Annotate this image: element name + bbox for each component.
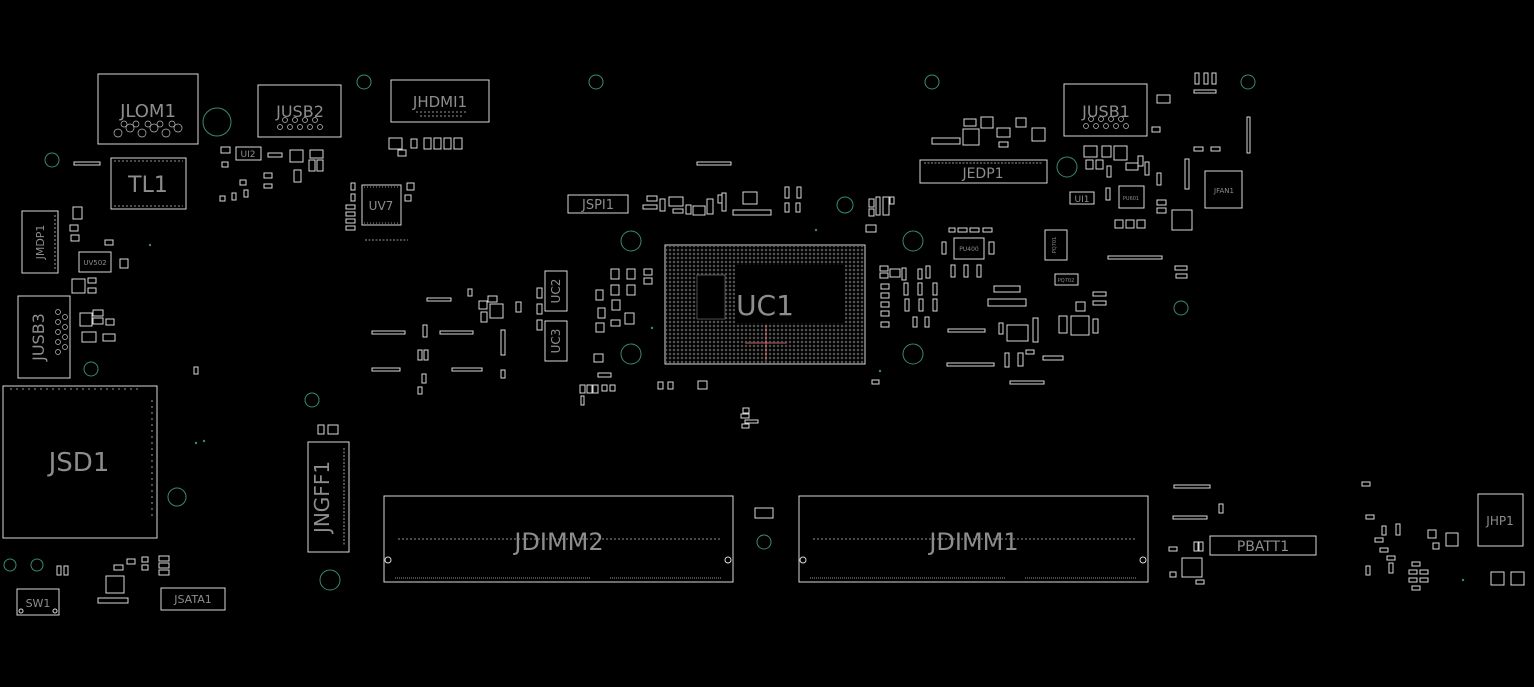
jfan1-label: JFAN1 [1213, 187, 1234, 195]
jusb3-connector[interactable]: JUSB3 [17, 295, 71, 379]
uv7-label: UV7 [369, 199, 394, 213]
uc2-label: UC2 [549, 279, 563, 304]
uc3-label: UC3 [549, 329, 563, 354]
pu601-label: PU601 [1123, 196, 1139, 202]
jsata1-connector[interactable]: JSATA1 [160, 587, 226, 611]
passive-components [56, 72, 1459, 604]
tl1-transformer[interactable]: TL1 [110, 157, 187, 210]
pbatt1-label: PBATT1 [1237, 539, 1289, 555]
pq702-label: PQ702 [1058, 278, 1075, 284]
pu400-label: PU400 [959, 246, 979, 253]
jsd1-label: JSD1 [47, 448, 110, 478]
jmdp1-connector[interactable]: JMDP1 [21, 210, 59, 274]
jusb1-label: JUSB1 [1081, 102, 1130, 121]
jmdp1-label: JMDP1 [34, 225, 47, 261]
jedp1-label: JEDP1 [961, 166, 1003, 182]
mounting-holes [3, 74, 1465, 591]
ui1-label: UI1 [1075, 195, 1090, 205]
crosshair-cursor [745, 325, 787, 361]
jsd1-connector[interactable]: JSD1 [2, 385, 158, 539]
pq701-chip[interactable]: PQ701 [1044, 229, 1068, 261]
jdimm1-slot[interactable]: JDIMM1 [798, 495, 1149, 583]
jlom1-connector[interactable]: JLOM1 [97, 73, 199, 145]
uc1-cpu[interactable]: UC1 [664, 244, 866, 365]
jdimm1-label: JDIMM1 [927, 528, 1018, 556]
jedp1-connector[interactable]: JEDP1 [919, 159, 1048, 184]
uc3-chip[interactable]: UC3 [544, 320, 568, 362]
jlom1-label: JLOM1 [119, 101, 176, 122]
pbatt1-connector[interactable]: PBATT1 [1209, 535, 1317, 556]
pu601-chip[interactable]: PU601 [1118, 185, 1145, 209]
uv7-chip[interactable]: UV7 [361, 184, 408, 241]
jhdmi1-label: JHDMI1 [412, 93, 467, 111]
jusb2-label: JUSB2 [275, 102, 324, 121]
uv502-label: UV502 [83, 259, 106, 267]
pq701-label: PQ701 [1052, 237, 1058, 254]
sw1-label: SW1 [26, 597, 51, 610]
ui2-label: UI2 [241, 150, 256, 160]
uc2-chip[interactable]: UC2 [544, 270, 568, 312]
jspi1-label: JSPI1 [581, 198, 614, 213]
jusb2-connector[interactable]: JUSB2 [257, 84, 342, 138]
jhp1-connector[interactable]: JHP1 [1477, 493, 1525, 586]
jngff1-connector[interactable]: JNGFF1 [307, 424, 350, 553]
uc1-label: UC1 [736, 289, 794, 322]
ui1-chip[interactable]: UI1 [1069, 191, 1095, 205]
jdimm2-slot[interactable]: JDIMM2 [383, 495, 734, 583]
pu400-chip[interactable]: PU400 [953, 237, 985, 260]
jfan1-connector[interactable]: JFAN1 [1204, 170, 1243, 209]
jdimm2-label: JDIMM2 [512, 528, 603, 556]
jspi1-connector[interactable]: JSPI1 [567, 194, 629, 214]
jhp1-label: JHP1 [1485, 514, 1513, 528]
tl1-label: TL1 [127, 173, 168, 198]
jusb3-label: JUSB3 [29, 313, 48, 362]
pq702-chip[interactable]: PQ702 [1054, 273, 1079, 286]
sw1-switch[interactable]: SW1 [16, 588, 60, 616]
ui2-chip[interactable]: UI2 [235, 146, 262, 161]
jhdmi1-connector[interactable]: JHDMI1 [388, 79, 490, 150]
jsata1-label: JSATA1 [173, 593, 212, 606]
jngff1-label: JNGFF1 [310, 461, 334, 535]
uv502-chip[interactable]: UV502 [78, 251, 112, 273]
jusb1-connector[interactable]: JUSB1 [1063, 83, 1148, 137]
